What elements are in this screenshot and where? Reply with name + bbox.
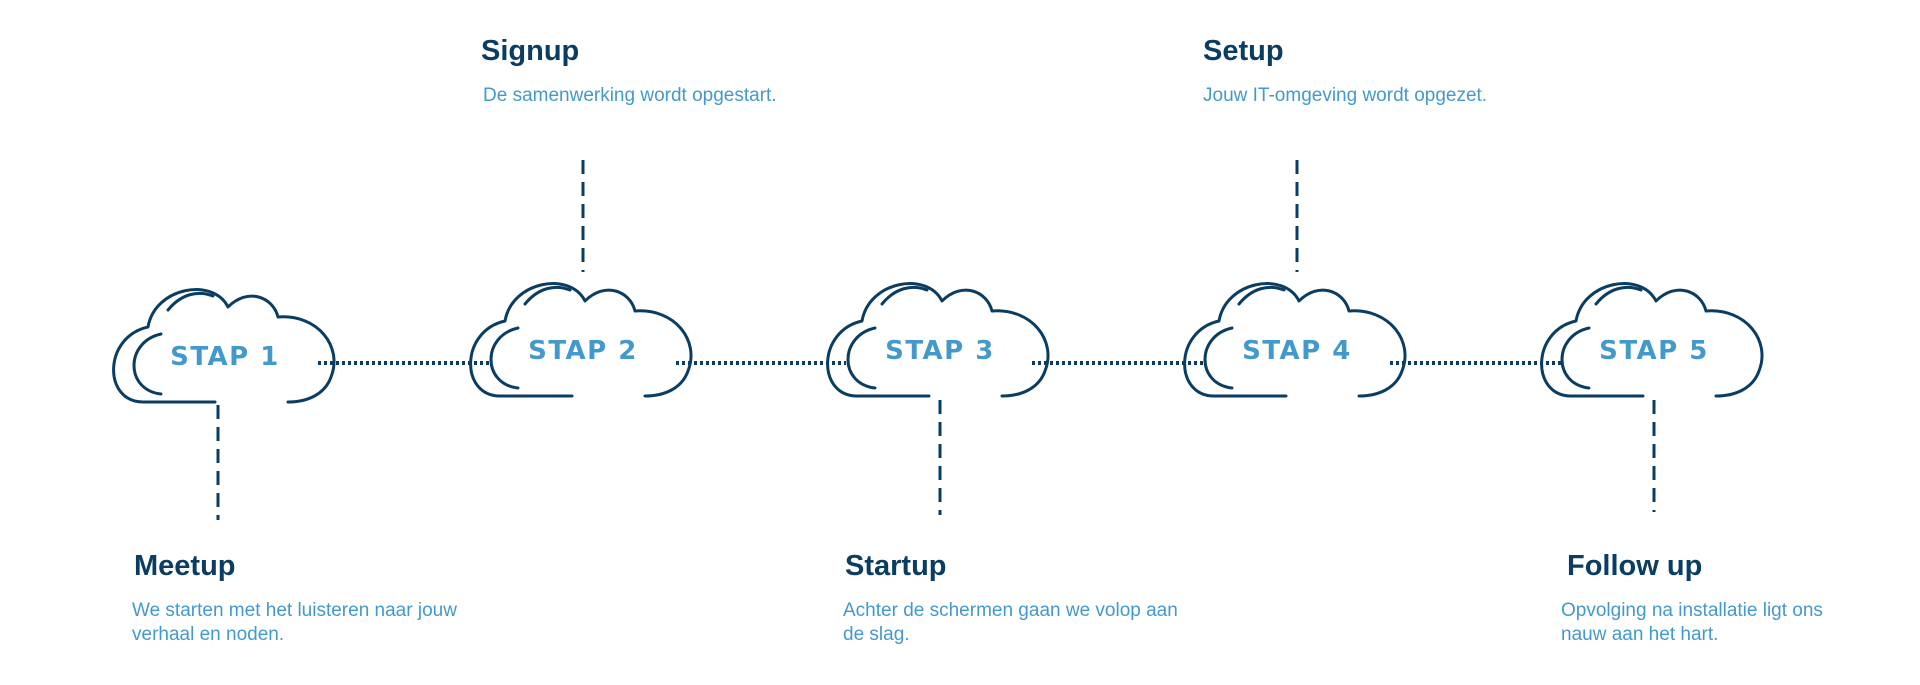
- step-desc-startup: Achter de schermen gaan we volop aan de …: [843, 600, 1178, 645]
- step-desc-signup: De samenwerking wordt opgestart.: [483, 85, 777, 106]
- step-title-signup: Signup: [481, 35, 580, 67]
- step-title-startup: Startup: [845, 550, 947, 582]
- step-desc-meetup: We starten met het luisteren naar jouw v…: [132, 600, 457, 645]
- step-title-setup: Setup: [1203, 35, 1284, 67]
- step-title-follow-up: Follow up: [1567, 550, 1703, 582]
- stap-badge-4: STAP 4: [1242, 336, 1352, 366]
- step-desc-setup: Jouw IT-omgeving wordt opgezet.: [1203, 85, 1488, 106]
- step-title-meetup: Meetup: [134, 550, 236, 582]
- step-desc-follow-up: Opvolging na installatie ligt ons nauw a…: [1561, 600, 1823, 645]
- stap-badge-2: STAP 2: [528, 336, 638, 366]
- stems: [216, 160, 1656, 520]
- stap-badge-5: STAP 5: [1599, 336, 1709, 366]
- stap-badge-3: STAP 3: [885, 336, 995, 366]
- stap-badge-1: STAP 1: [170, 342, 280, 372]
